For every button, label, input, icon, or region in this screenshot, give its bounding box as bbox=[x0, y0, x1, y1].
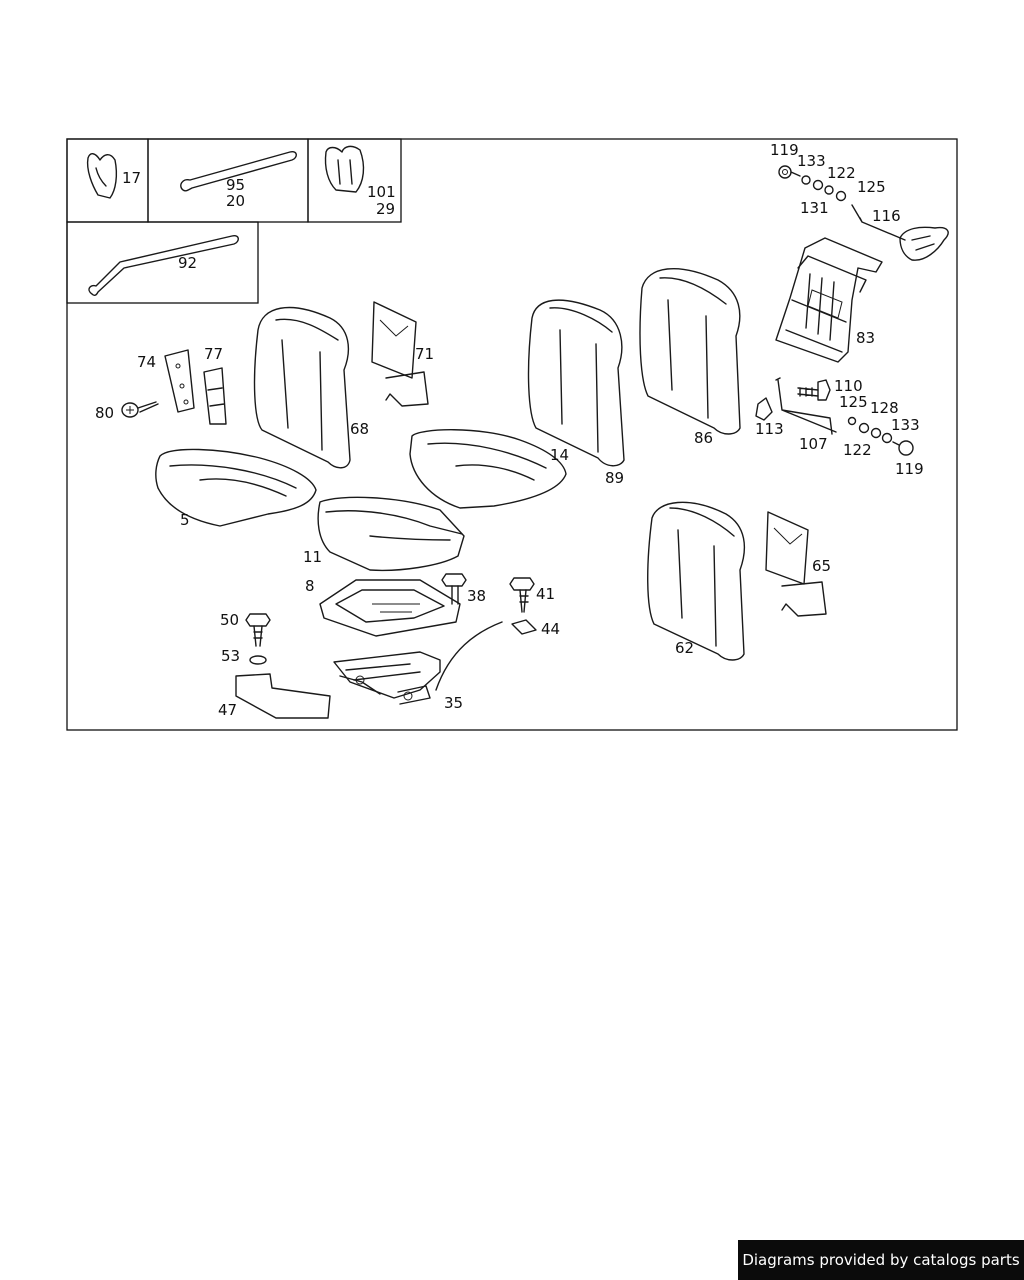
callout-133-upper: 133 bbox=[797, 152, 826, 170]
callout-17: 17 bbox=[122, 169, 141, 187]
part-101-clip bbox=[324, 145, 365, 193]
callout-71: 71 bbox=[415, 345, 434, 363]
inset-box-92 bbox=[66, 221, 259, 304]
callout-122-lower: 122 bbox=[843, 441, 872, 459]
part-5-seat-cushion-cover bbox=[155, 448, 317, 527]
callout-113: 113 bbox=[755, 420, 784, 438]
callout-44: 44 bbox=[541, 620, 560, 638]
callout-14: 14 bbox=[550, 446, 569, 464]
callout-92: 92 bbox=[178, 254, 197, 272]
callout-133-lower: 133 bbox=[891, 416, 920, 434]
part-65-back-panel bbox=[765, 511, 827, 617]
recliner-hardware-upper bbox=[778, 165, 949, 261]
callout-119-lower: 119 bbox=[895, 460, 924, 478]
callout-41: 41 bbox=[536, 585, 555, 603]
part-53-washer bbox=[249, 655, 267, 665]
callout-101: 101 bbox=[367, 183, 396, 201]
callout-110: 110 bbox=[834, 377, 863, 395]
callout-128: 128 bbox=[870, 399, 899, 417]
part-77-pad bbox=[203, 367, 227, 425]
callout-122-upper: 122 bbox=[827, 164, 856, 182]
callout-50: 50 bbox=[220, 611, 239, 629]
diagram-credit-text: Diagrams provided by catalogs parts bbox=[742, 1251, 1020, 1269]
part-83-backrest-frame bbox=[775, 237, 883, 363]
callout-95: 95 bbox=[226, 176, 245, 194]
callout-83: 83 bbox=[856, 329, 875, 347]
callout-29: 29 bbox=[376, 200, 395, 218]
callout-8: 8 bbox=[305, 577, 315, 595]
part-11-seat-foam bbox=[317, 496, 465, 572]
part-107-bracket bbox=[775, 377, 837, 435]
part-44-nut bbox=[511, 619, 537, 635]
part-17-clip bbox=[86, 153, 118, 199]
callout-107: 107 bbox=[799, 435, 828, 453]
callout-77: 77 bbox=[204, 345, 223, 363]
part-95-wire-rod bbox=[180, 150, 297, 192]
part-38-bolt bbox=[441, 573, 467, 605]
callout-62: 62 bbox=[675, 639, 694, 657]
part-68-backrest-cover bbox=[253, 306, 351, 469]
recliner-hardware-lower bbox=[847, 416, 914, 456]
callout-74: 74 bbox=[137, 353, 156, 371]
callout-11: 11 bbox=[303, 548, 322, 566]
callout-119-upper: 119 bbox=[770, 141, 799, 159]
callout-35: 35 bbox=[444, 694, 463, 712]
callout-125-lower: 125 bbox=[839, 393, 868, 411]
callout-89: 89 bbox=[605, 469, 624, 487]
part-92-rod bbox=[88, 234, 239, 296]
part-14-seat-cushion-cover bbox=[409, 429, 567, 509]
part-47-trim bbox=[235, 673, 331, 719]
diagram-frame bbox=[66, 138, 958, 731]
callout-116: 116 bbox=[872, 207, 901, 225]
part-35-seat-frame bbox=[333, 621, 503, 705]
part-110-bolt bbox=[797, 379, 831, 401]
callout-53: 53 bbox=[221, 647, 240, 665]
callout-131: 131 bbox=[800, 199, 829, 217]
callout-86: 86 bbox=[694, 429, 713, 447]
part-74-bracket bbox=[164, 349, 195, 413]
part-62-backrest-cover bbox=[647, 501, 746, 661]
callout-80: 80 bbox=[95, 404, 114, 422]
part-50-bolt bbox=[245, 613, 271, 647]
part-8-seat-pan bbox=[319, 579, 461, 637]
callout-65: 65 bbox=[812, 557, 831, 575]
part-86-backrest-cover bbox=[639, 268, 741, 435]
part-89-backrest-cover bbox=[527, 299, 625, 467]
callout-5: 5 bbox=[180, 511, 190, 529]
callout-38: 38 bbox=[467, 587, 486, 605]
part-41-bolt bbox=[509, 577, 535, 613]
callout-20: 20 bbox=[226, 192, 245, 210]
callout-47: 47 bbox=[218, 701, 237, 719]
callout-68: 68 bbox=[350, 420, 369, 438]
inset-box-101 bbox=[307, 138, 402, 223]
part-113-clip bbox=[755, 397, 773, 421]
part-71-back-panel bbox=[371, 301, 429, 407]
diagram-credit-banner: Diagrams provided by catalogs parts bbox=[738, 1240, 1024, 1280]
part-80-screw bbox=[121, 401, 159, 418]
callout-125-upper: 125 bbox=[857, 178, 886, 196]
